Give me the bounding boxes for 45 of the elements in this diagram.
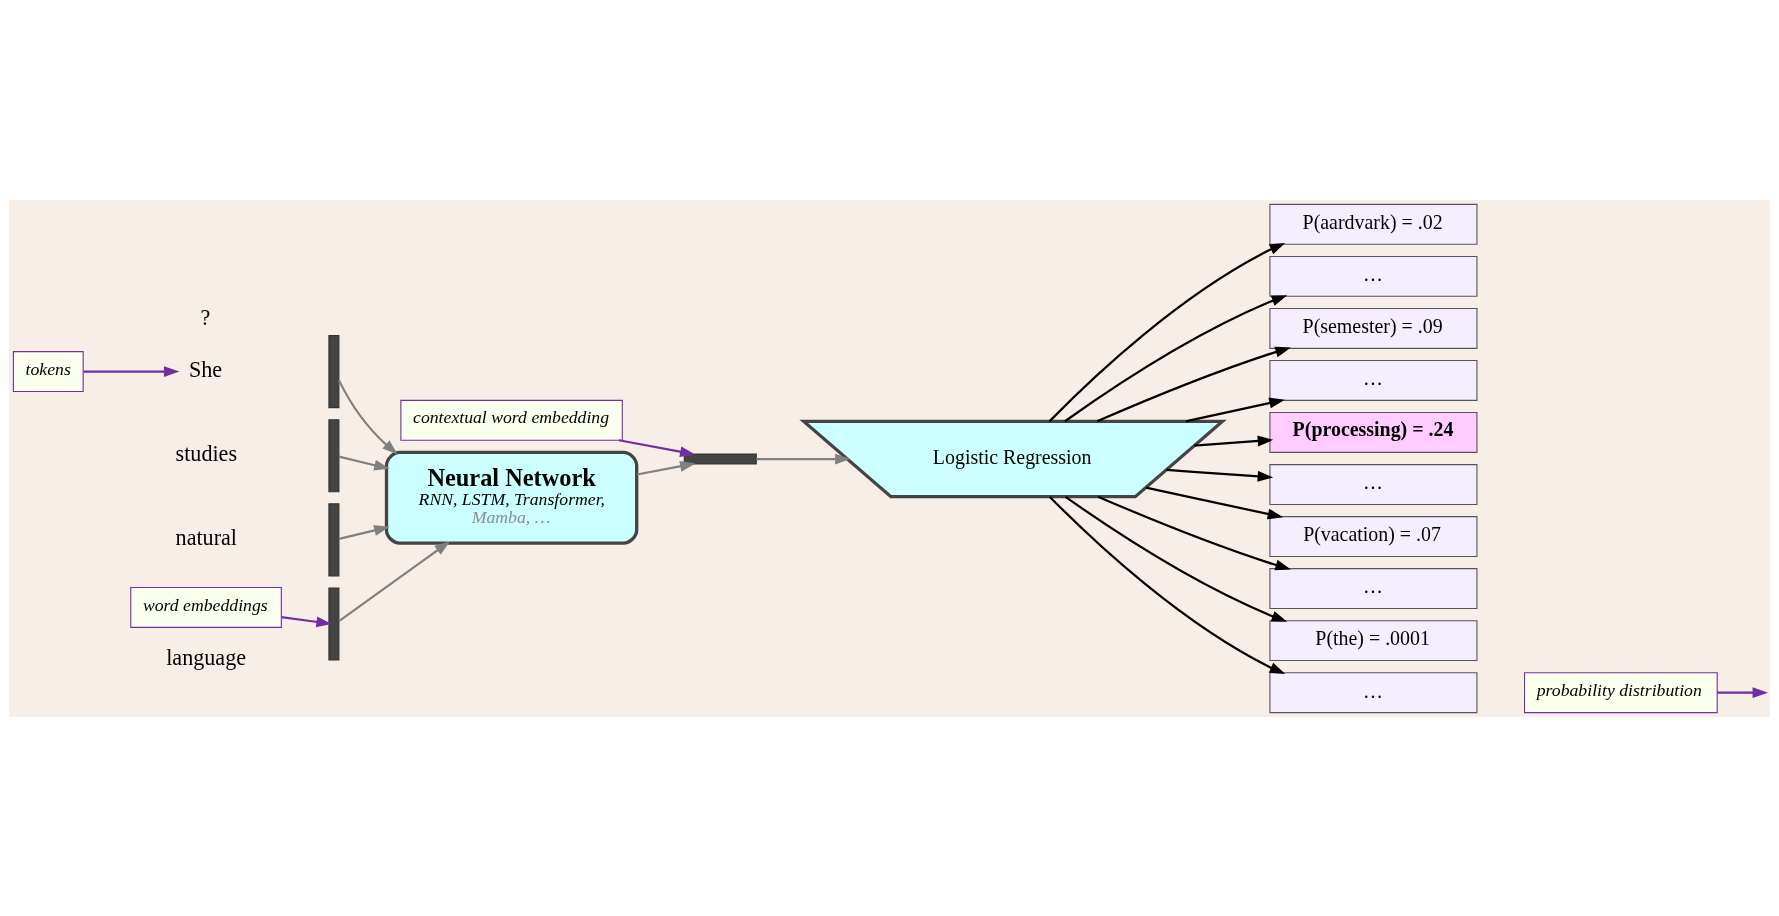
node-bar [328,418,340,492]
node-text: language [166,644,247,670]
arrow [338,455,390,470]
arrow [1064,294,1288,422]
node-box: P(the) = .0001 [1269,619,1478,661]
node-box: … [1269,567,1478,609]
arrow [618,438,696,457]
arrow [1194,435,1274,447]
node-bar [328,334,340,408]
arrow [756,453,851,464]
arrow [1064,495,1288,622]
node-box: P(vacation) = .07 [1269,515,1478,557]
node-text: She [188,356,223,382]
node-text: studies [175,440,238,466]
node-text: natural [175,524,238,550]
arrow [1096,346,1291,422]
node-box: Neural Network RNN, LSTM, Transformer, Mamba, … [384,450,639,545]
node-box: … [1269,359,1478,401]
node-box: P(semester) = .09 [1269,307,1478,349]
node-box: probability distribution [1524,671,1718,713]
node-box: … [1269,255,1478,297]
node-bar [328,502,340,576]
node-box: … [1269,671,1478,713]
node-box: tokens [12,350,84,392]
arrow [1049,495,1286,674]
arrow [337,379,398,454]
node-box: contextual word embedding [400,399,623,441]
node-box: … [1269,463,1478,505]
arrow [338,524,390,540]
arrow [1185,397,1285,422]
arrow [636,460,696,476]
arrow [1097,495,1291,570]
label: ? [200,304,211,330]
node-box: P(aardvark) = .02 [1269,203,1478,245]
arrow [83,365,180,377]
node-box: word embeddings [130,586,282,628]
arrow [281,615,332,627]
arrow [1145,486,1284,519]
node-bar [683,453,757,465]
arrow [1717,686,1769,698]
node-bar [328,586,340,661]
node-box: P(processing) = .24 [1269,411,1478,453]
arrow [1048,242,1286,422]
arrow [338,540,451,622]
arrow [1166,468,1274,482]
